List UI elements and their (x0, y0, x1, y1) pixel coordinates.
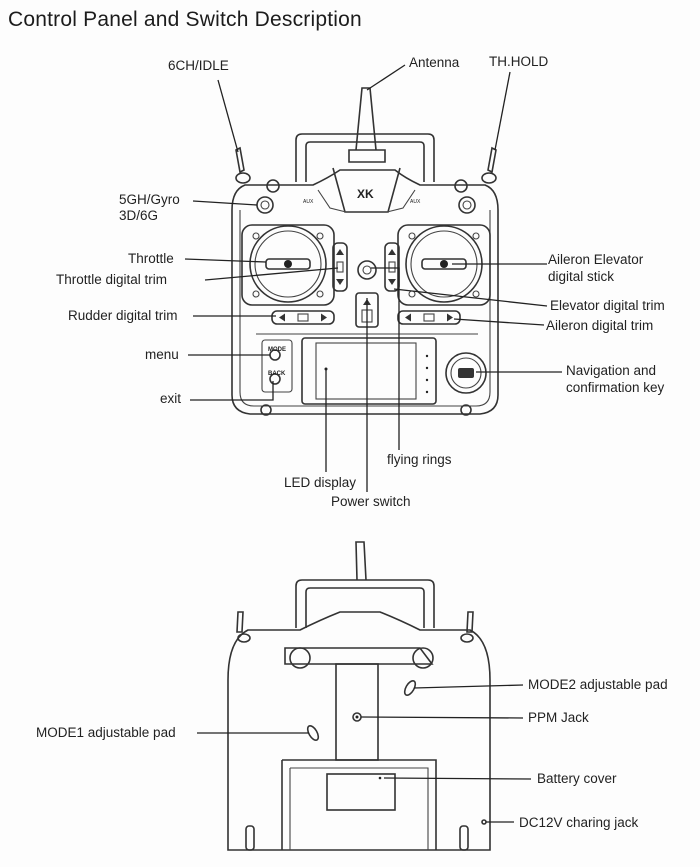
back-antenna (355, 541, 367, 581)
back-body (227, 611, 491, 851)
led-display (301, 337, 437, 405)
aux-left-label: AUX (303, 199, 314, 205)
label-th-hold: TH.HOLD (489, 54, 549, 69)
label-rudder-trim: Rudder digital trim (68, 308, 178, 323)
elevator-trim-switch (384, 242, 400, 292)
6ch-idle-switch (235, 146, 251, 184)
dc-jack (481, 819, 487, 825)
aileron-trim-switch (397, 310, 461, 325)
front-leader-lines (184, 64, 562, 492)
label-battery-cover: Battery cover (537, 771, 617, 786)
gyro-switch (256, 196, 274, 214)
label-nav-line1: Navigation and (566, 363, 657, 378)
brand-logo: XK (357, 187, 374, 201)
label-exit: exit (160, 391, 182, 406)
label-dc-jack: DC12V charing jack (519, 815, 639, 830)
left-stick-gimbal (241, 224, 335, 306)
label-power-switch: Power switch (331, 494, 411, 509)
mode2-pad (403, 679, 417, 697)
label-ppm-jack: PPM Jack (528, 710, 589, 725)
label-throttle-trim: Throttle digital trim (56, 272, 168, 287)
front-view (231, 87, 499, 416)
th-hold-switch (481, 146, 497, 184)
label-nav-line2: confirmation key (566, 380, 665, 395)
label-aileron-trim: Aileron digital trim (546, 318, 654, 333)
navigation-key (445, 352, 487, 394)
right-stick-gimbal (397, 224, 491, 306)
battery-cover (326, 773, 396, 811)
label-menu: menu (145, 347, 179, 362)
carry-handle (295, 133, 435, 182)
transmitter-body (231, 169, 499, 415)
mode1-pad (306, 724, 320, 742)
flying-rings-button (357, 260, 377, 280)
back-view (227, 541, 491, 851)
antenna (355, 87, 377, 151)
label-throttle: Throttle (128, 251, 174, 266)
label-antenna: Antenna (409, 55, 460, 70)
rudder-trim-switch (271, 310, 335, 325)
label-led-display: LED display (284, 475, 357, 490)
aux-right-label: AUX (410, 199, 421, 205)
label-elevator-trim: Elevator digital trim (550, 298, 665, 313)
label-aileron-elevator-line1: Aileron Elevator (548, 252, 644, 267)
back-leader-lines (197, 684, 532, 823)
label-flying-rings: flying rings (387, 452, 452, 467)
label-gyro-line2: 3D/6G (119, 208, 159, 223)
mode-label: MODE (268, 347, 286, 353)
back-button (269, 373, 281, 385)
back-label: BACK (268, 371, 286, 377)
label-aileron-elevator-line2: digital stick (548, 269, 615, 284)
label-gyro-line1: 5GH/Gyro (119, 192, 180, 207)
throttle-trim-switch (332, 242, 348, 292)
label-6ch-idle: 6CH/IDLE (168, 58, 229, 73)
label-mode1-pad: MODE1 adjustable pad (36, 725, 176, 740)
page-title: Control Panel and Switch Description (8, 8, 362, 31)
label-mode2-pad: MODE2 adjustable pad (528, 677, 668, 692)
